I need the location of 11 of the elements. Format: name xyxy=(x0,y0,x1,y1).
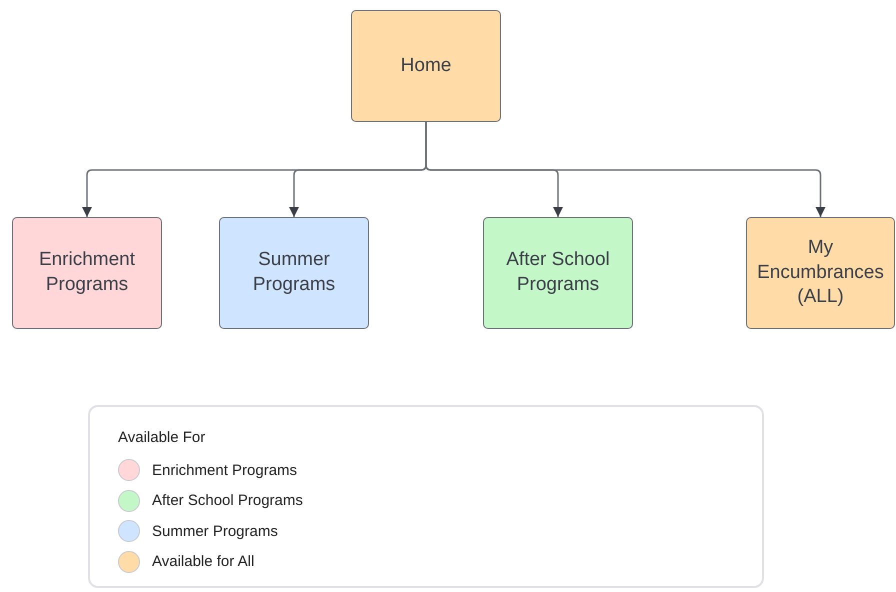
legend-title: Available For xyxy=(118,429,206,446)
connector-arrow xyxy=(425,122,826,217)
legend-text: Available for All xyxy=(152,553,254,570)
page-box: After School Programs xyxy=(483,217,633,329)
page-box: Summer Programs xyxy=(219,217,369,329)
legend-text: Enrichment Programs xyxy=(152,462,298,479)
legend-text: After School Programs xyxy=(152,492,303,510)
page-box: My Encumbrances (ALL) xyxy=(746,217,895,329)
legend-text: Summer Programs xyxy=(152,522,278,540)
page-box: Home xyxy=(351,10,501,122)
page-box: Enrichment Programs xyxy=(12,217,162,329)
